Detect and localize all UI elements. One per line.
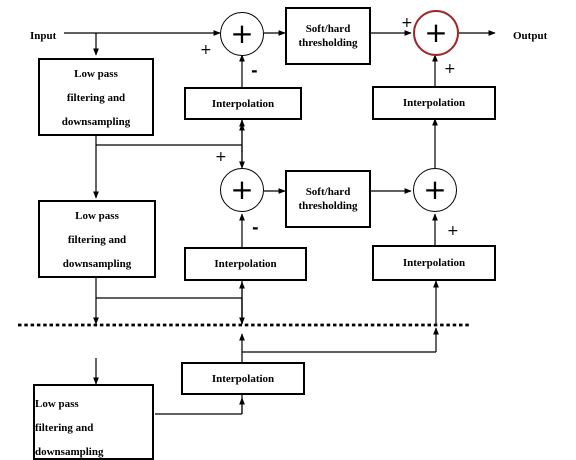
- threshold-block-stage2: Soft/hard thresholding: [285, 170, 371, 228]
- threshold-line2: thresholding: [298, 37, 358, 49]
- lowpass-block-stage2: Low pass filtering and downsampling: [38, 200, 156, 278]
- lowpass-line3: downsampling: [35, 446, 104, 458]
- plus-sign: +: [447, 223, 459, 239]
- interpolation-block-stage2-analysis: Interpolation: [184, 247, 307, 281]
- minus-sign: -: [251, 61, 258, 80]
- interpolation-block-stage2-synthesis: Interpolation: [372, 245, 496, 281]
- threshold-line1: Soft/hard: [305, 23, 351, 35]
- lowpass-line2: filtering and: [67, 234, 127, 246]
- plus-sign: +: [200, 42, 212, 58]
- reconstruction-adder-stage2: +: [413, 168, 457, 212]
- plus-sign: +: [444, 61, 456, 77]
- output-label: Output: [513, 30, 548, 42]
- interpolation-block-stage3: Interpolation: [181, 362, 305, 395]
- lowpass-line2: filtering and: [66, 92, 126, 104]
- lowpass-line1: Low pass: [75, 210, 119, 222]
- adder-stage1: +: [220, 12, 264, 56]
- interpolation-block-stage1-synthesis: Interpolation: [372, 86, 496, 120]
- adder-symbol: +: [424, 16, 448, 49]
- plus-sign: +: [401, 15, 413, 31]
- interpolation-block-stage1-analysis: Interpolation: [184, 87, 302, 120]
- lowpass-block-stage3: Low pass filtering and downsampling: [33, 384, 154, 460]
- lowpass-line3: downsampling: [62, 258, 132, 270]
- adder-symbol: +: [423, 173, 447, 206]
- adder-symbol: +: [230, 17, 254, 50]
- adder-stage2: +: [220, 168, 264, 212]
- lowpass-line1: Low pass: [74, 68, 118, 80]
- minus-sign: -: [252, 218, 259, 237]
- threshold-line2: thresholding: [298, 200, 358, 212]
- lowpass-line1: Low pass: [35, 398, 79, 410]
- input-label: Input: [30, 30, 57, 42]
- threshold-block-stage1: Soft/hard thresholding: [285, 7, 371, 65]
- lowpass-line2: filtering and: [35, 422, 94, 434]
- adder-symbol: +: [230, 173, 254, 206]
- lowpass-line3: downsampling: [61, 116, 131, 128]
- plus-sign: +: [215, 149, 227, 165]
- lowpass-block-stage1: Low pass filtering and downsampling: [38, 58, 154, 136]
- output-adder: +: [413, 10, 459, 56]
- threshold-line1: Soft/hard: [305, 186, 351, 198]
